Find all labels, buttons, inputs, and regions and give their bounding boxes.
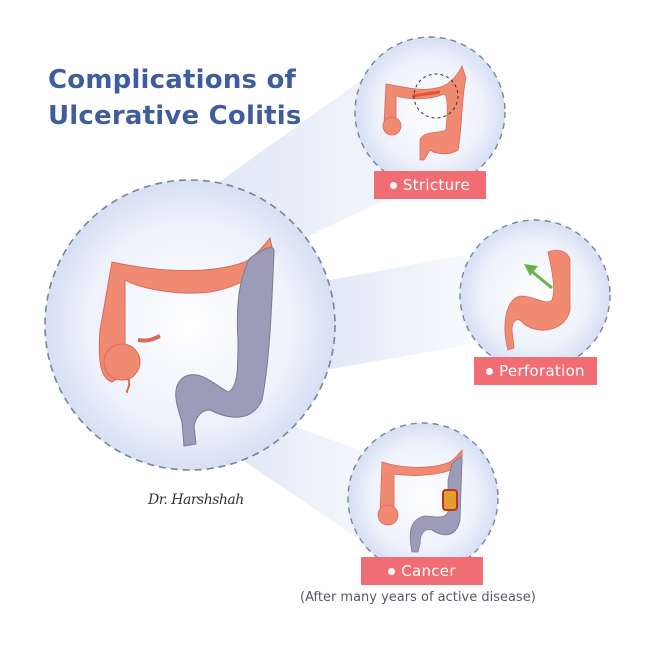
inflamed-colon-icon bbox=[175, 247, 275, 447]
label-perforation: Perforation bbox=[474, 357, 597, 385]
bullet-dot-icon bbox=[486, 367, 494, 375]
label-cancer-text: Cancer bbox=[401, 562, 456, 580]
title-line-1: Complications of bbox=[48, 65, 297, 95]
cancer-note: (After many years of active disease) bbox=[300, 590, 536, 605]
bullet-dot-icon bbox=[388, 567, 396, 575]
beam-cancer bbox=[235, 425, 390, 560]
signature: Dr. Harshshah bbox=[148, 492, 244, 508]
title-line-2: Ulcerative Colitis bbox=[48, 101, 302, 131]
label-stricture-text: Stricture bbox=[402, 176, 471, 194]
page-title: Complications of Ulcerative Colitis bbox=[48, 62, 302, 134]
label-cancer: Cancer bbox=[361, 557, 483, 585]
main-colon-circle bbox=[44, 179, 336, 471]
label-perforation-text: Perforation bbox=[499, 362, 585, 380]
perforation-circle bbox=[459, 219, 611, 371]
stricture-circle bbox=[354, 36, 506, 188]
bullet-dot-icon bbox=[389, 181, 397, 189]
label-stricture: Stricture bbox=[374, 171, 486, 199]
arrow-icon bbox=[529, 268, 553, 290]
beam-perforation bbox=[325, 255, 470, 370]
cancer-circle bbox=[347, 422, 499, 574]
healthy-colon-icon bbox=[98, 237, 275, 393]
